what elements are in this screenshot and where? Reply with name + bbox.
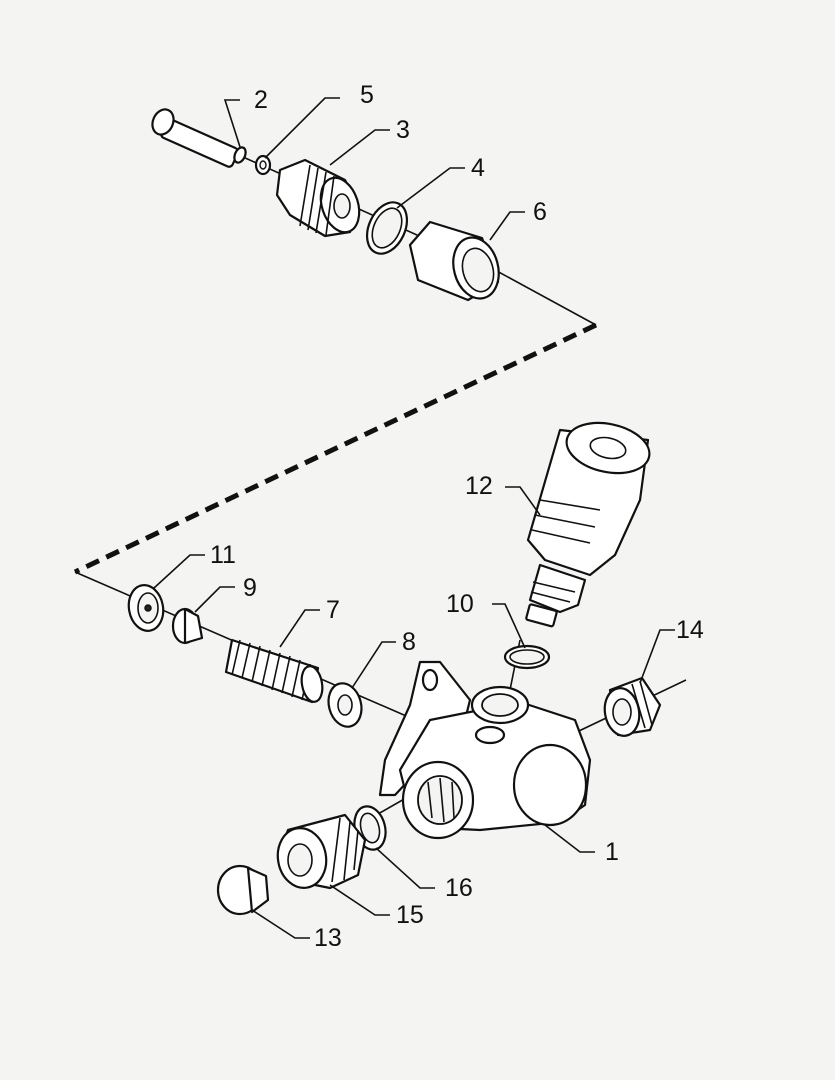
callout-16: 16 — [445, 874, 473, 902]
callout-15: 15 — [396, 901, 424, 929]
callout-13: 13 — [314, 924, 342, 952]
part-14-plug — [603, 676, 662, 737]
callout-labels: 2 5 3 4 6 12 11 9 7 10 14 8 1 16 15 13 — [210, 81, 704, 952]
callout-11: 11 — [210, 541, 236, 569]
callout-7: 7 — [326, 596, 340, 624]
part-8-washer — [327, 682, 363, 728]
part-5-small-ring — [254, 154, 272, 176]
callout-1: 1 — [605, 838, 619, 866]
part-10-o-ring — [503, 644, 551, 670]
part-7-spring — [224, 638, 324, 704]
part-13-dust-cap — [216, 864, 270, 916]
dashed-connection-line — [73, 322, 598, 575]
callout-12: 12 — [465, 472, 493, 500]
part-4-o-ring — [365, 201, 409, 255]
part-2-bolt — [151, 108, 247, 168]
callout-14: 14 — [676, 616, 704, 644]
leader-lines — [153, 97, 675, 939]
part-11-seal-cap — [127, 584, 165, 632]
callout-2: 2 — [254, 86, 268, 114]
callout-9: 9 — [243, 574, 257, 602]
callout-6: 6 — [533, 198, 547, 226]
callout-4: 4 — [471, 154, 485, 182]
callout-3: 3 — [396, 116, 410, 144]
part-15-union-fitting — [276, 813, 367, 890]
part-3-threaded-plug — [275, 158, 361, 238]
part-9-valve-disc — [171, 607, 204, 645]
part-12-hand-primer-pump — [525, 421, 651, 628]
callout-5: 5 — [360, 81, 374, 109]
part-1-pump-housing — [378, 660, 592, 840]
part-6-sleeve — [408, 220, 500, 302]
callout-10: 10 — [446, 590, 474, 618]
callout-8: 8 — [402, 628, 416, 656]
